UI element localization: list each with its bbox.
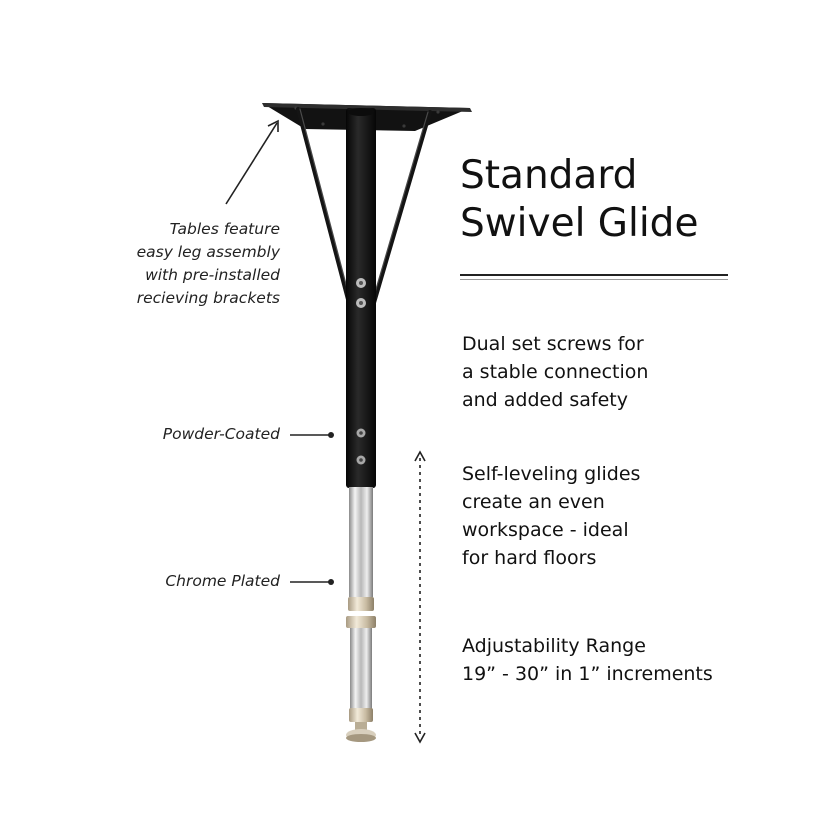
title-line-1: Standard (460, 153, 638, 198)
title-divider (460, 274, 728, 276)
bracket-callout-line-3: with pre-installed (145, 266, 280, 284)
feature-line: Dual set screws for (462, 333, 644, 355)
feature-line: a stable connection (462, 361, 649, 383)
powder-coated-leader (290, 432, 334, 438)
chrome-plated-leader (290, 579, 334, 585)
page-title: Standard Swivel Glide (460, 152, 698, 248)
bracket-callout-line-4: recieving brackets (136, 289, 280, 307)
title-line-2: Swivel Glide (460, 201, 699, 246)
bracket-callout-line-2: easy leg assembly (136, 243, 280, 261)
feature-self-leveling: Self-leveling glides create an even work… (462, 460, 640, 572)
adjustability-range-arrow (414, 450, 426, 744)
feature-line: create an even (462, 491, 605, 513)
chrome-plated-label: Chrome Plated (165, 572, 280, 590)
feature-line: Adjustability Range (462, 635, 646, 657)
set-screw-icon (356, 278, 366, 465)
powder-coated-label: Powder-Coated (162, 425, 280, 443)
feature-line: Self-leveling glides (462, 463, 641, 485)
feature-line: and added safety (462, 389, 628, 411)
swivel-glide-foot (346, 722, 376, 742)
feature-set-screws: Dual set screws for a stable connection … (462, 330, 648, 414)
feature-line: workspace - ideal (462, 519, 629, 541)
feature-adjustability: Adjustability Range 19” - 30” in 1” incr… (462, 632, 713, 688)
bracket-pointer-arrow (225, 119, 279, 205)
title-divider-secondary (460, 279, 728, 280)
feature-line: 19” - 30” in 1” increments (462, 663, 713, 685)
bracket-callout-line-1: Tables feature (169, 220, 280, 238)
feature-line: for hard floors (462, 547, 597, 569)
bracket-callout: Tables feature easy leg assembly with pr… (137, 218, 280, 310)
chrome-plated-tube (346, 487, 376, 722)
